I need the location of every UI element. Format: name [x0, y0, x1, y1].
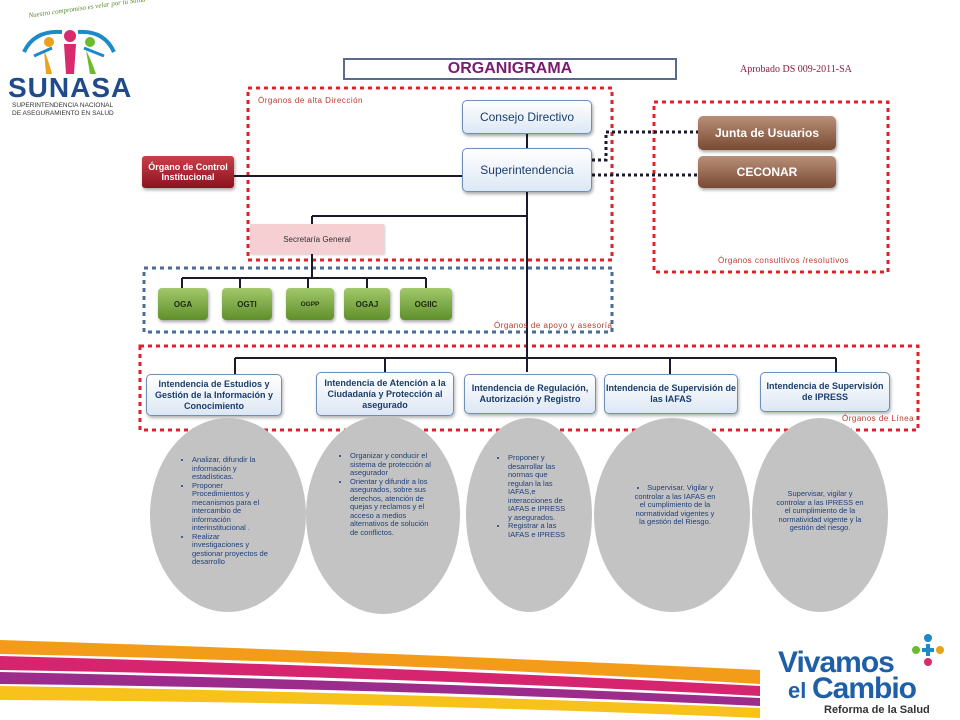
brand-subtitle: Reforma de la Salud — [824, 704, 930, 716]
node-ogiic[interactable]: OGIIC — [400, 288, 452, 320]
node-junta-usuarios[interactable]: Junta de Usuarios — [698, 116, 836, 150]
functions-ellipse-2 — [306, 416, 460, 614]
vivamos-el-cambio-logo: Vivamos el Cambio Reforma de la Salud — [778, 632, 956, 718]
node-oga[interactable]: OGA — [158, 288, 208, 320]
node-superintendencia[interactable]: Superintendencia — [462, 148, 592, 192]
brand-el: el — [788, 678, 807, 703]
family-icon — [22, 29, 116, 74]
functions-list-3: Proponer y desarrollar las normas que re… — [498, 453, 568, 539]
decorative-stripes — [0, 640, 760, 718]
region-label-apoyo: Órganos de apoyo y asesoría — [494, 321, 613, 330]
functions-text-5: Supervisar, vigilar y controlar a las IP… — [776, 489, 864, 532]
region-label-consultivos: Órganos consultivos /resolutivos — [718, 256, 850, 265]
brand-cambio: Cambio — [812, 672, 917, 705]
function-item: Proponer y desarrollar las normas que re… — [508, 453, 568, 522]
sunasa-logo: Nuestro compromiso es velar por tu Salud… — [4, 0, 146, 120]
page-title: ORGANIGRAMA — [343, 58, 677, 80]
brand-vivamos: Vivamos — [778, 646, 895, 679]
functions-list-4: Supervisar. Vigilar y controlar a las IA… — [632, 483, 718, 527]
function-item: Registrar a las IAFAS e IPRESS — [508, 521, 568, 539]
function-item: Proponer Procedimientos y mecanismos par… — [192, 481, 272, 533]
node-intendencia-iafas[interactable]: Intendencia de Supervisión de las IAFAS — [604, 374, 738, 414]
function-item: Realizar investigaciones y gestionar pro… — [192, 532, 272, 567]
node-intendencia-regulacion[interactable]: Intendencia de Regulación, Autorización … — [464, 374, 596, 414]
functions-ellipse-4 — [594, 418, 750, 612]
functions-ellipse-3 — [466, 418, 592, 612]
logo-name: SUNASA — [8, 72, 133, 103]
node-secretaria-general[interactable]: Secretaría General — [250, 224, 384, 254]
functions-ellipse-1 — [150, 418, 306, 612]
function-item: Organizar y conducir el sistema de prote… — [350, 451, 434, 478]
node-intendencia-atencion[interactable]: Intendencia de Atención a la Ciudadanía … — [316, 372, 454, 416]
functions-ellipse-5 — [752, 418, 888, 612]
node-ceconar[interactable]: CECONAR — [698, 156, 836, 188]
function-item: Orientar y difundir a los asegurados, so… — [350, 477, 434, 538]
region-label-alta-direccion: Órganos de alta Dirección — [258, 96, 363, 105]
node-intendencia-ipress[interactable]: Intendencia de Supervisión de IPRESS — [760, 372, 890, 412]
functions-list-1: Analizar, difundir la información y esta… — [182, 455, 272, 567]
region-label-linea: Órganos de Línea — [842, 414, 915, 423]
function-item: Supervisar. Vigilar y controlar a las IA… — [632, 483, 718, 527]
logo-subtitle-2: DE ASEGURAMIENTO EN SALUD — [12, 110, 114, 117]
functions-list-2: Organizar y conducir el sistema de prote… — [340, 451, 434, 538]
node-control-institucional[interactable]: Órgano de Control Institucional — [142, 156, 234, 188]
node-intendencia-estudios[interactable]: Intendencia de Estudios y Gestión de la … — [146, 374, 282, 416]
logo-subtitle-1: SUPERINTENDENCIA NACIONAL — [12, 102, 114, 109]
people-cross-icon — [912, 634, 944, 666]
node-consejo-directivo[interactable]: Consejo Directivo — [462, 100, 592, 134]
node-ogpp[interactable]: OGPP — [286, 288, 334, 320]
approval-note: Aprobado DS 009-2011-SA — [740, 64, 852, 75]
node-ogti[interactable]: OGTI — [222, 288, 272, 320]
node-ogaj[interactable]: OGAJ — [344, 288, 390, 320]
function-item: Analizar, difundir la información y esta… — [192, 455, 272, 482]
